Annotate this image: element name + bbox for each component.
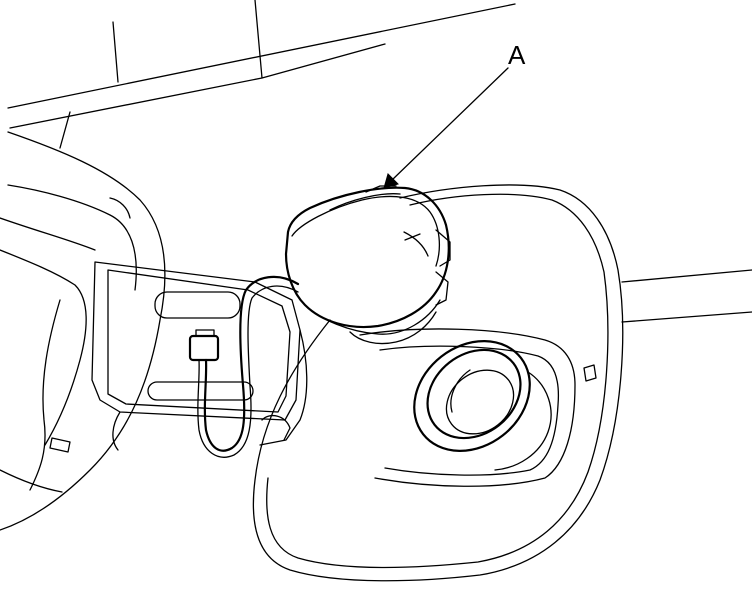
body-panel-lines (7, 0, 752, 323)
tether-cable (188, 275, 300, 458)
callout-label-a: A (508, 40, 526, 70)
filler-opening (252, 184, 624, 582)
fender-contours (0, 131, 166, 531)
fuel-cap (284, 185, 451, 345)
hinge-bracket (91, 261, 308, 451)
callout-a: A (383, 40, 526, 189)
tether-clip (188, 334, 220, 362)
filler-neck (413, 340, 552, 471)
arrow-head-icon (383, 173, 399, 189)
